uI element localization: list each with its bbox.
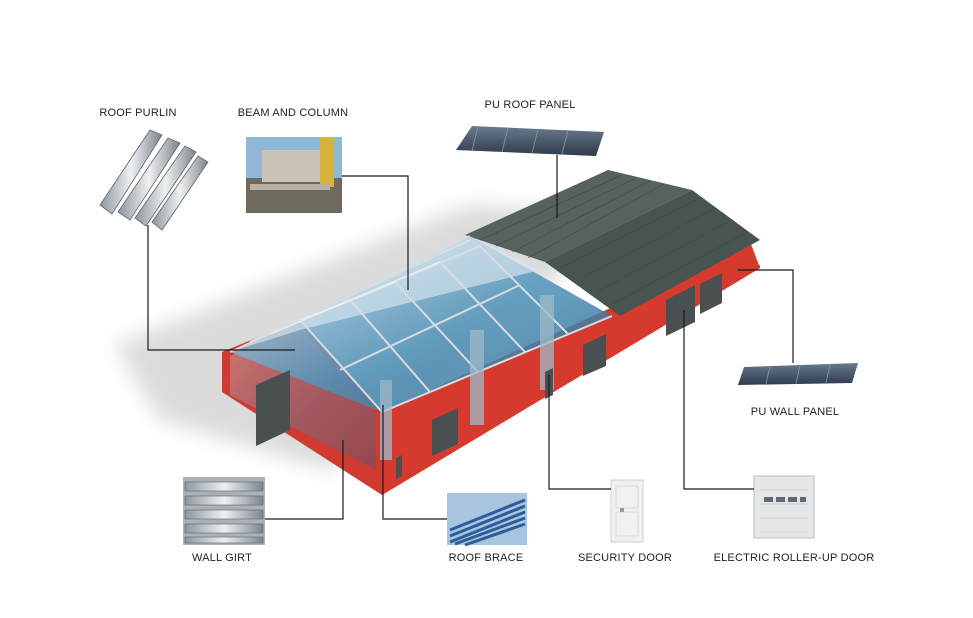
grey-roof-left-slope — [465, 170, 692, 262]
electric-roller-up-door-image — [753, 475, 815, 539]
label-wall-girt: WALL GIRT — [191, 552, 253, 564]
leader-pu-wall-panel — [738, 269, 794, 363]
wall-doors — [256, 273, 722, 479]
label-roof-brace: ROOF BRACE — [448, 552, 524, 564]
roof-bracing — [269, 261, 441, 335]
columns — [380, 295, 554, 460]
building — [222, 170, 760, 495]
leader-lines — [147, 155, 794, 520]
red-wall-front — [382, 244, 760, 495]
grey-roof-right-slope — [545, 190, 760, 316]
leader-wall-girt — [265, 440, 344, 520]
leader-beam-and-column — [342, 175, 409, 290]
roof-ribs — [479, 174, 749, 305]
leader-roof-brace — [382, 405, 447, 520]
label-pu-roof-panel: PU ROOF PANEL — [484, 99, 576, 111]
roof-brace-image — [447, 493, 527, 547]
leader-roof-purlin — [147, 225, 295, 351]
security-door-image — [610, 479, 644, 543]
wall-girt-image — [183, 477, 265, 545]
leader-electric-roller-up-door — [683, 310, 754, 490]
leader-security-door — [548, 375, 611, 490]
beam-and-column-image — [246, 137, 342, 213]
label-roof-purlin: ROOF PURLIN — [99, 107, 177, 119]
label-electric-roller-up-door: ELECTRIC ROLLER-UP DOOR — [713, 552, 875, 564]
pu-roof-panel-image — [456, 126, 604, 156]
label-beam-and-column: BEAM AND COLUMN — [237, 107, 349, 119]
pu-wall-panel-image — [738, 363, 858, 385]
label-pu-wall-panel: PU WALL PANEL — [750, 406, 840, 418]
glass-roof — [230, 236, 612, 412]
label-security-door: SECURITY DOOR — [577, 552, 673, 564]
roof-purlin-image — [99, 129, 209, 231]
glass-roof-light — [230, 236, 540, 352]
